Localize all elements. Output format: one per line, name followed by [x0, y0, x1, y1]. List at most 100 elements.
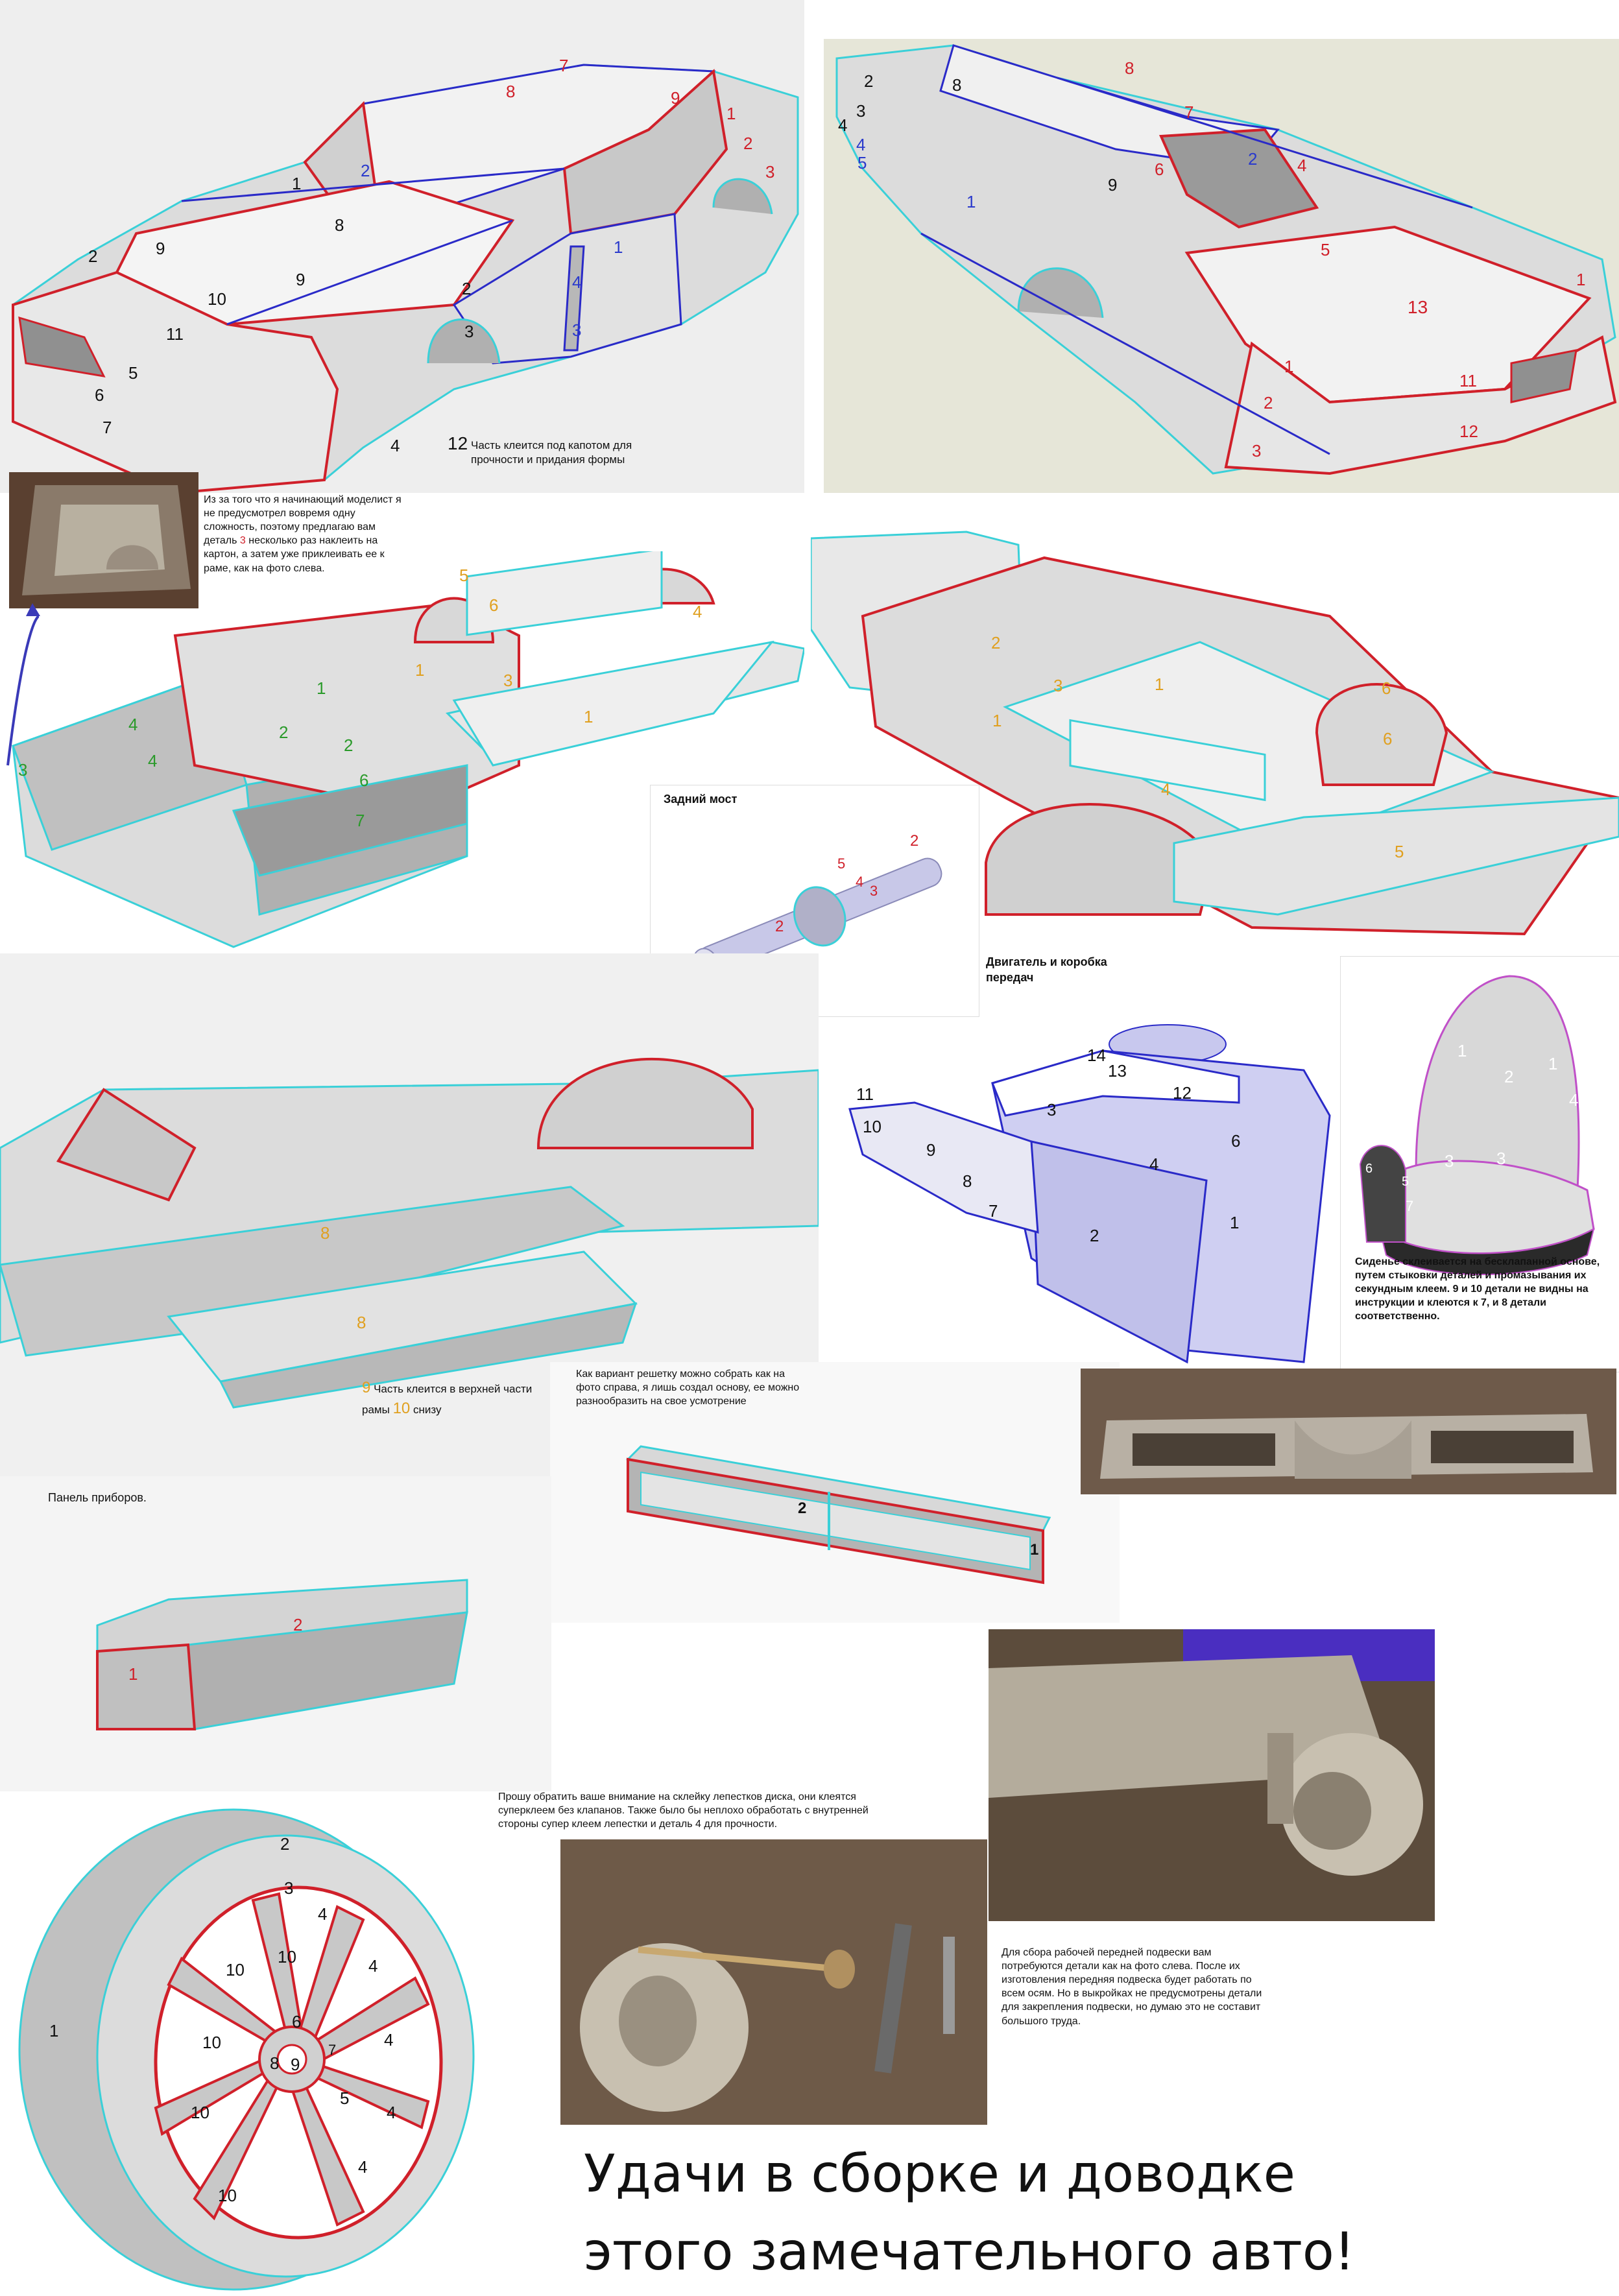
wheel-label-10: 10 — [226, 1960, 245, 1979]
rails-note-text-2: снизу — [413, 1403, 442, 1416]
body-left-label-1c: 1 — [614, 237, 623, 257]
frame-right-label-6b: 6 — [1383, 729, 1393, 748]
body-left-label-7: 7 — [559, 56, 569, 75]
rails-label-8b: 8 — [357, 1313, 366, 1332]
body-right-label-1: 1 — [966, 192, 976, 211]
seat-box: 1 2 1 4 8 3 3 6 5 7 Сиденье склеивается … — [1340, 956, 1619, 1372]
grille-label-2: 2 — [798, 1500, 807, 1517]
frame-left-label-2: 2 — [279, 723, 289, 742]
body-left-label-1: 1 — [726, 104, 736, 123]
engine-label-6: 6 — [1231, 1131, 1241, 1151]
grille-label-1: 1 — [1030, 1541, 1039, 1559]
frame-right-label-6: 6 — [1382, 678, 1391, 698]
seat-label-3b: 3 — [1496, 1149, 1506, 1168]
wheel-label-10b: 10 — [278, 1947, 296, 1967]
frame-photo — [9, 472, 198, 608]
suspension-photo-bottom — [560, 1839, 987, 2125]
grille-drawing — [625, 1445, 1051, 1584]
engine-label-4: 4 — [1149, 1154, 1159, 1174]
engine-label-2: 2 — [1090, 1226, 1099, 1245]
grille-note: Как вариант решетку можно собрать как на… — [576, 1369, 800, 1407]
body-right-drawing — [824, 39, 1619, 493]
rails-note-text-1: Часть клеится в верхней части рамы — [362, 1383, 533, 1416]
wheel-label-4e: 4 — [358, 2157, 368, 2177]
engine-label-9: 9 — [926, 1140, 936, 1160]
body-right-label-5: 5 — [857, 153, 867, 173]
frame-left-label-3b: 3 — [503, 671, 513, 690]
wheel-label-8: 8 — [270, 2053, 280, 2073]
wheel-view: 2 3 4 10 4 1 10 6 4 10 8 9 7 4 10 5 4 10 — [0, 1797, 551, 2296]
body-right-label-4: 4 — [838, 115, 848, 135]
seat-drawing — [1359, 975, 1595, 1275]
dashboard-label-1: 1 — [128, 1664, 138, 1684]
wheel-label-10d: 10 — [191, 2103, 210, 2122]
body-right-label-9: 9 — [1108, 175, 1118, 195]
frame-left-view: 1 4 2 2 4 6 3 7 1 3 1 5 6 4 — [0, 551, 804, 953]
body-right-label-13: 13 — [1408, 297, 1428, 317]
hood-note: Часть клеится под капотом для прочности … — [471, 439, 632, 466]
frame-left-label-7: 7 — [355, 811, 365, 830]
frame-rails-view: 8 8 9 Часть клеится в верхней части рамы… — [0, 953, 819, 1479]
engine-label-7: 7 — [989, 1201, 998, 1221]
body-right-label-5b: 5 — [1321, 240, 1330, 259]
wheel-label-1: 1 — [49, 2021, 59, 2040]
wheel-label-4: 4 — [318, 1904, 328, 1924]
body-left-drawing — [0, 0, 804, 493]
seat-label-2: 2 — [1504, 1067, 1514, 1086]
frame-right-label-3: 3 — [1053, 676, 1063, 695]
dashboard-label-2: 2 — [293, 1615, 303, 1634]
body-left-label-9c: 9 — [296, 270, 306, 289]
axle-label-2: 2 — [910, 832, 919, 850]
body-left-label-2c: 2 — [88, 246, 98, 266]
wheel-label-2: 2 — [280, 1834, 290, 1854]
rails-note: 9 Часть клеится в верхней части рамы 10 … — [362, 1378, 544, 1418]
body-right-label-11: 11 — [1459, 371, 1477, 390]
closing-line-1: Удачи в сборке и доводке — [584, 2144, 1295, 2204]
frame-right-label-1: 1 — [1155, 675, 1164, 694]
engine-label-11: 11 — [856, 1084, 874, 1104]
rails-note-number-10: 10 — [392, 1399, 411, 1417]
suspension-photo-bottom-drawing — [560, 1839, 987, 2125]
engine-label-12: 12 — [1173, 1083, 1192, 1103]
body-right-label-4c: 4 — [1297, 156, 1307, 175]
body-left-label-2d: 2 — [462, 279, 472, 298]
dashboard-box: Панель приборов. 2 1 — [0, 1476, 551, 1791]
body-left-label-2: 2 — [743, 134, 753, 153]
axle-label-3: 3 — [870, 883, 878, 899]
engine-label-13: 13 — [1108, 1061, 1127, 1081]
body-left-label-3b: 3 — [464, 322, 474, 341]
body-left-view: 7 8 9 1 2 3 1 2 8 9 9 10 11 2 3 2 4 4 3 … — [0, 0, 804, 493]
grille-photo-drawing — [1081, 1369, 1616, 1494]
suspension-photo-top-drawing — [989, 1629, 1435, 1921]
axle-label-2b: 2 — [775, 918, 784, 935]
body-right-label-8: 8 — [952, 75, 962, 95]
engine-label-8: 8 — [963, 1171, 972, 1191]
frame-left-label-1b: 1 — [415, 660, 425, 680]
wheel-label-4b: 4 — [368, 1956, 378, 1976]
frame-advice-text-1: Из за того что я начинающий моделист я н… — [204, 494, 402, 547]
body-left-label-8b: 8 — [335, 215, 344, 235]
seat-label-1b: 1 — [1548, 1054, 1558, 1073]
axle-label-5: 5 — [837, 855, 846, 872]
frame-rails-drawing — [0, 1057, 819, 1409]
engine-label-10: 10 — [863, 1117, 881, 1136]
frame-advice-highlight: 3 — [239, 535, 246, 547]
frame-right-label-5: 5 — [1395, 842, 1404, 861]
frame-right-label-2: 2 — [991, 633, 1001, 652]
frame-right-label-4: 4 — [1161, 780, 1171, 799]
axle-label-4: 4 — [856, 874, 864, 890]
frame-left-label-4: 4 — [128, 715, 138, 734]
body-right-label-2b: 2 — [1248, 149, 1258, 169]
frame-left-drawing — [6, 551, 804, 948]
frame-left-label-4c: 4 — [693, 602, 702, 621]
body-left-label-3c: 3 — [572, 320, 582, 340]
engine-title: Двигатель и коробка передач — [986, 955, 1107, 984]
body-right-label-1c: 1 — [1284, 357, 1294, 376]
seat-label-3: 3 — [1445, 1151, 1454, 1171]
hood-note-number: 12 — [448, 433, 468, 453]
closing-line-2: этого замечательного авто! — [584, 2221, 1355, 2282]
body-right-view: 2 8 3 4 8 7 4 5 9 6 2 4 1 1 5 13 1 2 11 … — [824, 39, 1619, 493]
seat-label-1: 1 — [1457, 1041, 1467, 1060]
body-left-label-7b: 7 — [102, 418, 112, 437]
engine-label-1: 1 — [1230, 1213, 1240, 1232]
